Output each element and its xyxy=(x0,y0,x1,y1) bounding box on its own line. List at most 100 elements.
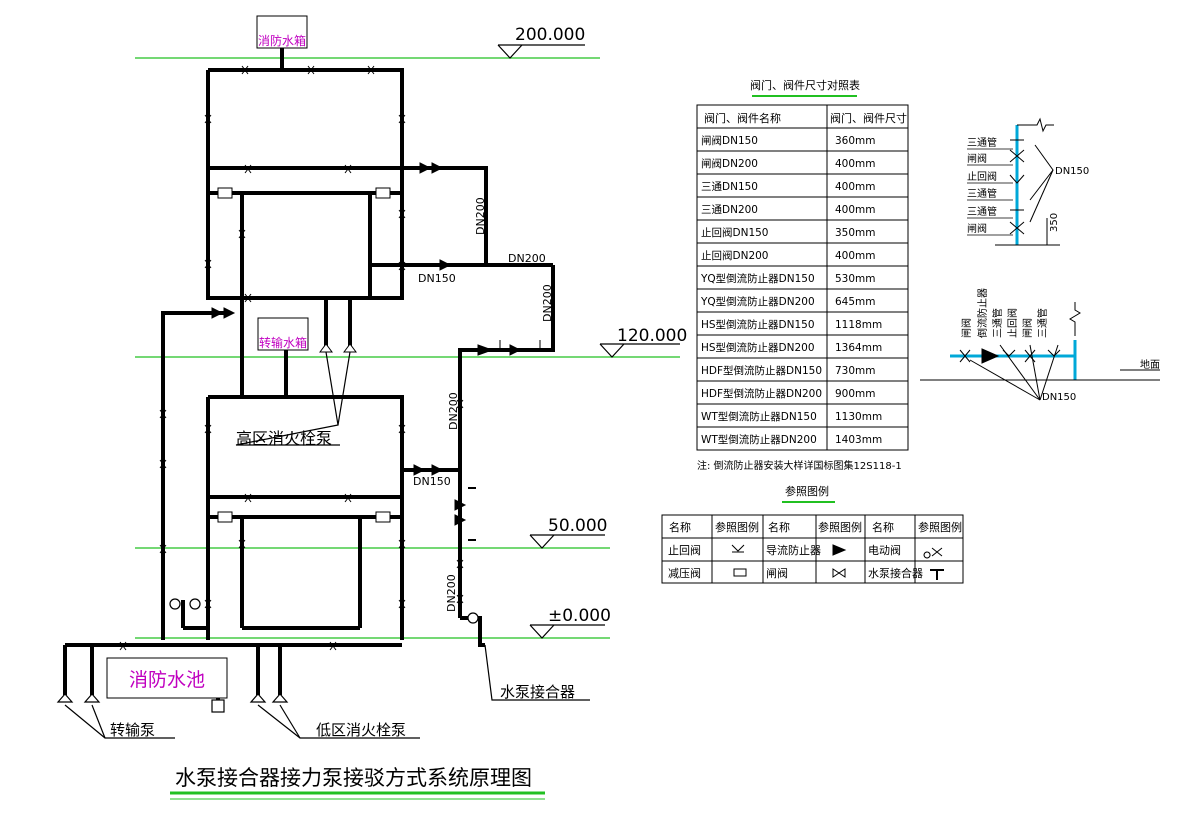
motor-valve-icon xyxy=(923,547,943,559)
detail-bottom: DN150 地面 闸阀 倒流防止器 三通管 止回阀 闸阀 三通管 xyxy=(920,288,1160,403)
size-table-cell-name: 止回阀DN200 xyxy=(701,249,768,262)
legend-header-5: 名称 xyxy=(872,520,894,534)
pipework xyxy=(63,68,555,712)
size-table-cell-name: 闸阀DN200 xyxy=(701,157,758,170)
check-valve-icon xyxy=(731,544,745,553)
high-pump-markers xyxy=(319,343,357,353)
valve-marks xyxy=(119,65,541,651)
size-table-cell-name: 三通DN200 xyxy=(701,204,758,216)
detail-bottom-label-5: 闸阀 xyxy=(1021,318,1034,338)
detail-bottom-label-1: 闸阀 xyxy=(960,318,973,338)
detail-bottom-label-4: 止回阀 xyxy=(1006,308,1019,338)
fire-pool: 消防水池 xyxy=(106,657,228,699)
detail-top-dim: 350 xyxy=(1049,213,1060,232)
backflow-preventer-icon xyxy=(832,544,847,556)
detail-top-label-6: 闸阀 xyxy=(967,222,987,235)
size-table-note: 注: 倒流防止器安装大样详国标图集12S118-1 xyxy=(697,459,902,472)
detail-bottom-label-6: 三通管 xyxy=(1036,308,1049,338)
detail-top-label-5: 三通管 xyxy=(967,205,997,218)
level-200: 200.000 xyxy=(515,25,585,45)
detail-bottom-label-2: 倒流防止器 xyxy=(976,288,989,338)
size-table-cell-name: 三通DN150 xyxy=(701,181,758,193)
legend-header-3: 名称 xyxy=(768,520,790,534)
legend-item-prv: 减压阀 xyxy=(668,566,701,580)
detail-top: DN150 350 三通管 闸阀 止回阀 三通管 三通管 闸阀 xyxy=(967,117,1089,246)
prv-icon xyxy=(733,568,747,577)
legend-item-gate-valve: 闸阀 xyxy=(766,566,788,580)
roof-tank: 消防水箱 xyxy=(256,15,308,70)
size-table-cell-name: HS型倒流防止器DN150 xyxy=(701,318,815,331)
size-table-cell-size: 400mm xyxy=(835,250,876,262)
low-zone-pump-label: 低区消火栓泵 xyxy=(316,721,406,739)
size-table-cell-size: 730mm xyxy=(835,365,876,377)
size-table-cell-size: 530mm xyxy=(835,273,876,285)
dn200-label-b: DN200 xyxy=(508,252,546,265)
size-table-cell-size: 400mm xyxy=(835,181,876,193)
detail-top-label-3: 止回阀 xyxy=(967,170,997,183)
size-header-size: 阀门、阀件尺寸 xyxy=(830,111,907,125)
level-50: 50.000 xyxy=(548,516,607,536)
size-table: 阀门、阀件尺寸对照表 阀门、阀件名称 阀门、阀件尺寸 闸阀DN150 360mm 闸… xyxy=(696,78,909,472)
legend-table: 参照图例 名称 参照图例 名称 参照图例 名称 参照图例 止回阀 导流防止器 电… xyxy=(661,484,964,584)
dn200-label-a: DN200 xyxy=(474,197,487,235)
pump-symbols xyxy=(56,598,479,713)
size-table-cell-size: 360mm xyxy=(835,135,876,147)
detail-top-label-2: 闸阀 xyxy=(967,152,987,165)
legend-item-check-valve: 止回阀 xyxy=(668,543,701,557)
detail-top-label-4: 三通管 xyxy=(967,187,997,200)
level-lines: 200.000 120.000 50.000 ±0.000 xyxy=(135,25,687,639)
legend-title: 参照图例 xyxy=(785,484,829,498)
legend-item-motor-valve: 电动阀 xyxy=(868,543,901,557)
size-table-cell-size: 350mm xyxy=(835,227,876,239)
callouts: 高区消火栓泵 转输泵 低区消火栓泵 水泵接合器 xyxy=(64,351,590,739)
fire-pool-label: 消防水池 xyxy=(129,669,205,691)
size-table-cell-size: 1118mm xyxy=(835,319,882,331)
size-table-cell-size: 1130mm xyxy=(835,411,882,423)
detail-top-label-1: 三通管 xyxy=(967,136,997,149)
size-table-cell-size: 1403mm xyxy=(835,434,882,446)
legend-item-connector: 水泵接合器 xyxy=(868,566,923,580)
gate-valve-icon xyxy=(832,568,846,578)
pump-connector-icon xyxy=(930,569,944,580)
detail-bottom-label-3: 三通管 xyxy=(991,308,1004,338)
roof-tank-label: 消防水箱 xyxy=(258,33,306,48)
pipe-labels: DN200 DN200 DN200 DN200 DN200 DN150 DN15… xyxy=(413,197,554,612)
legend-header-6: 参照图例 xyxy=(918,520,962,534)
size-header-name: 阀门、阀件名称 xyxy=(704,111,781,125)
high-zone-pump-label: 高区消火栓泵 xyxy=(236,429,332,448)
size-table-cell-size: 900mm xyxy=(835,388,876,400)
size-table-cell-size: 1364mm xyxy=(835,342,882,354)
size-table-cell-name: 止回阀DN150 xyxy=(701,226,768,239)
legend-header-1: 名称 xyxy=(669,520,691,534)
size-table-cell-name: YQ型倒流防止器DN200 xyxy=(700,295,815,308)
dn200-label-d: DN200 xyxy=(447,392,460,430)
size-table-cell-name: WT型倒流防止器DN200 xyxy=(701,433,817,446)
detail-bottom-dn: DN150 xyxy=(1042,392,1076,403)
size-table-cell-size: 400mm xyxy=(835,158,876,170)
transfer-tank-label: 转输水箱 xyxy=(259,335,307,350)
size-table-cell-name: YQ型倒流防止器DN150 xyxy=(700,272,815,285)
level-120: 120.000 xyxy=(617,326,687,346)
size-table-cell-name: HDF型倒流防止器DN150 xyxy=(701,364,822,377)
level-0: ±0.000 xyxy=(548,606,611,626)
drawing-title: 水泵接合器接力泵接驳方式系统原理图 xyxy=(170,766,545,800)
size-table-cell-size: 645mm xyxy=(835,296,876,308)
transfer-pump-label: 转输泵 xyxy=(110,721,155,739)
size-table-title: 阀门、阀件尺寸对照表 xyxy=(750,78,860,92)
drawing-title-text: 水泵接合器接力泵接驳方式系统原理图 xyxy=(175,766,532,790)
legend-header-2: 参照图例 xyxy=(715,520,759,534)
size-table-cell-name: 闸阀DN150 xyxy=(701,134,758,147)
ground-label: 地面 xyxy=(1140,358,1160,371)
dn150-label-a: DN150 xyxy=(418,272,456,285)
detail-top-dn: DN150 xyxy=(1055,166,1089,177)
dn150-label-b: DN150 xyxy=(413,475,451,488)
pump-connector-label: 水泵接合器 xyxy=(500,683,575,701)
legend-header-4: 参照图例 xyxy=(818,520,862,534)
legend-item-backflow: 导流防止器 xyxy=(766,543,821,557)
dn200-label-c: DN200 xyxy=(541,284,554,322)
transfer-tank: 转输水箱 xyxy=(257,317,309,351)
size-table-cell-name: HDF型倒流防止器DN200 xyxy=(701,387,822,400)
size-table-cell-name: HS型倒流防止器DN200 xyxy=(701,341,815,354)
size-table-cell-name: WT型倒流防止器DN150 xyxy=(701,410,817,423)
